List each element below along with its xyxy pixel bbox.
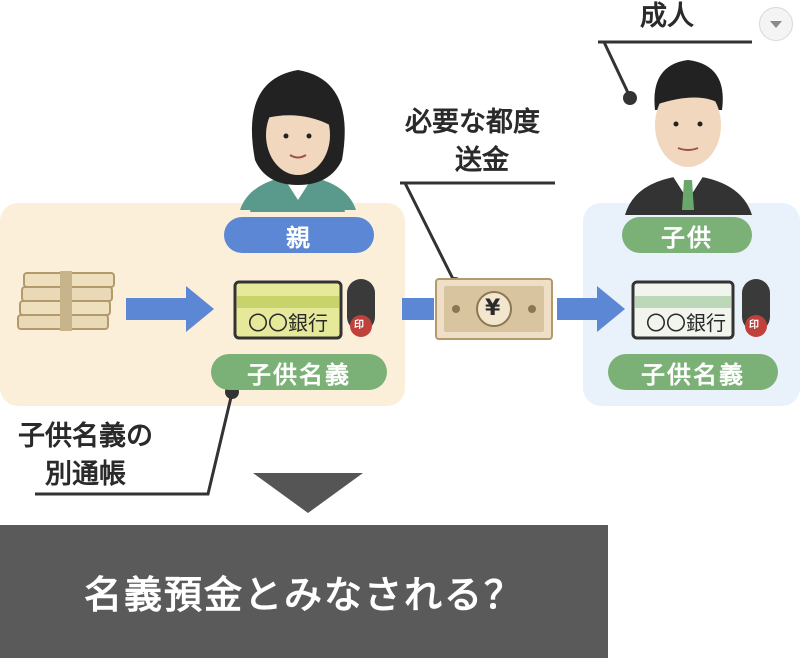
child-account-badge-left: 子供名義 bbox=[211, 354, 387, 390]
banknote-icon bbox=[435, 278, 553, 340]
transfer-label-line2: 送金 bbox=[455, 145, 509, 176]
passbook-icon-left bbox=[233, 280, 343, 340]
dropdown-toggle-button[interactable] bbox=[759, 7, 793, 41]
passbook-leader-line bbox=[35, 392, 234, 496]
passbook-label-line2: 別通帳 bbox=[45, 459, 126, 490]
parent-badge: 親 bbox=[224, 217, 374, 253]
transfer-label-line1: 必要な都度 bbox=[405, 107, 540, 138]
seal-icon-right bbox=[742, 279, 770, 337]
seal-icon-left bbox=[347, 279, 375, 337]
passbook-icon-right bbox=[631, 280, 735, 340]
seal-mark-right: 印 bbox=[749, 320, 759, 331]
passbook-label-line1: 子供名義の bbox=[18, 421, 153, 452]
adult-figure-icon bbox=[625, 60, 752, 215]
right-arrow-icon-3 bbox=[557, 286, 625, 332]
conclusion-banner: 名義預金とみなされる？ bbox=[0, 525, 608, 658]
down-triangle-icon bbox=[253, 473, 363, 513]
bank-name-right: 〇〇銀行 bbox=[646, 311, 726, 335]
adult-label: 成人 bbox=[640, 1, 694, 32]
seal-mark-left: 印 bbox=[354, 320, 364, 331]
chevron-down-icon bbox=[770, 21, 782, 28]
bank-name-left: 〇〇銀行 bbox=[248, 311, 328, 335]
money-stack-icon bbox=[17, 271, 115, 331]
parent-figure-icon bbox=[240, 70, 356, 212]
transfer-leader-line-diag bbox=[403, 182, 457, 284]
child-account-badge-right: 子供名義 bbox=[608, 354, 778, 390]
yen-symbol: ¥ bbox=[485, 296, 501, 321]
right-arrow-icon-2 bbox=[402, 298, 434, 320]
right-arrow-icon-1 bbox=[126, 286, 214, 332]
adult-leader-line-diag bbox=[602, 41, 632, 98]
child-badge: 子供 bbox=[622, 217, 752, 253]
adult-leader-dot bbox=[623, 91, 637, 105]
